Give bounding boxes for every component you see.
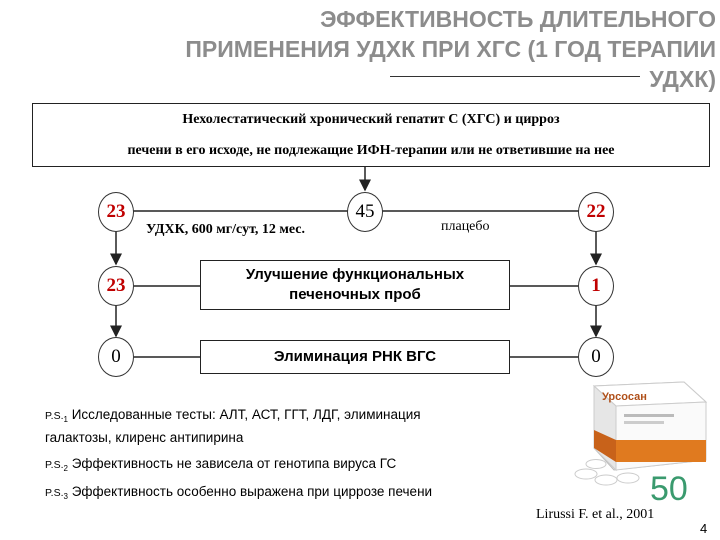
- note-1-prefix: P.S.: [45, 410, 64, 422]
- note-2: P.S.2 Эффективность не зависела от генот…: [45, 455, 396, 478]
- total-count: 45: [347, 192, 383, 232]
- title-underline: [390, 76, 640, 77]
- outcome-lft-line-2: печеночных проб: [289, 286, 421, 303]
- note-2-prefix: P.S.: [45, 459, 64, 471]
- note-3-text: Эффективность особенно выражена при цирр…: [71, 484, 433, 499]
- product-package-image: Урсосан: [574, 381, 708, 486]
- note-3: P.S.3 Эффективность особенно выражена пр…: [45, 483, 432, 506]
- note-3-prefix: P.S.: [45, 487, 64, 499]
- page-number: 4: [700, 521, 708, 536]
- outcome-lft-line-1: Улучшение функциональных: [245, 266, 465, 283]
- note-3-index: 3: [63, 492, 68, 502]
- placebo-lft-count: 1: [578, 266, 614, 306]
- note-2-text: Эффективность не зависела от генотипа ви…: [71, 456, 397, 471]
- slide-number-large: 50: [650, 470, 688, 508]
- population-box: Нехолестатический хронический гепатит С …: [32, 103, 710, 167]
- slide-title: ЭФФЕКТИВНОСТЬ ДЛИТЕЛЬНОГО ПРИМЕНЕНИЯ УДХ…: [16, 4, 716, 94]
- population-line-2: печени в его исходе, не подлежащие ИФН-т…: [127, 142, 615, 158]
- outcome-box-lft: Улучшение функциональных печеночных проб: [200, 260, 510, 310]
- outcome-box-rna: Элиминация РНК ВГС: [200, 340, 510, 374]
- udca-group-label: УДХК, 600 мг/сут, 12 мес.: [146, 222, 306, 237]
- population-line-1: Нехолестатический хронический гепатит С …: [182, 111, 560, 127]
- udca-group-count: 23: [98, 192, 134, 232]
- title-line-1: ЭФФЕКТИВНОСТЬ ДЛИТЕЛЬНОГО: [320, 6, 716, 32]
- product-brand: Урсосан: [602, 391, 647, 403]
- note-1: P.S.1 Исследованные тесты: АЛТ, АСТ, ГГТ…: [45, 406, 421, 447]
- note-1-text: Исследованные тесты: АЛТ, АСТ, ГГТ, ЛДГ,…: [71, 407, 421, 422]
- citation: Lirussi F. et al., 2001: [536, 507, 655, 522]
- title-line-3: УДХК): [649, 66, 716, 92]
- udca-lft-count: 23: [98, 266, 134, 306]
- note-1-text-2: галактозы, клиренс антипирина: [45, 430, 244, 446]
- title-line-2: ПРИМЕНЕНИЯ УДХК ПРИ ХГС (1 ГОД ТЕРАПИИ: [185, 36, 716, 62]
- note-1-index: 1: [63, 415, 68, 425]
- placebo-group-count: 22: [578, 192, 614, 232]
- outcome-rna-label: Элиминация РНК ВГС: [273, 348, 437, 365]
- placebo-group-label: плацебо: [441, 219, 490, 234]
- placebo-rna-count: 0: [578, 337, 614, 377]
- udca-rna-count: 0: [98, 337, 134, 377]
- note-2-index: 2: [63, 464, 68, 474]
